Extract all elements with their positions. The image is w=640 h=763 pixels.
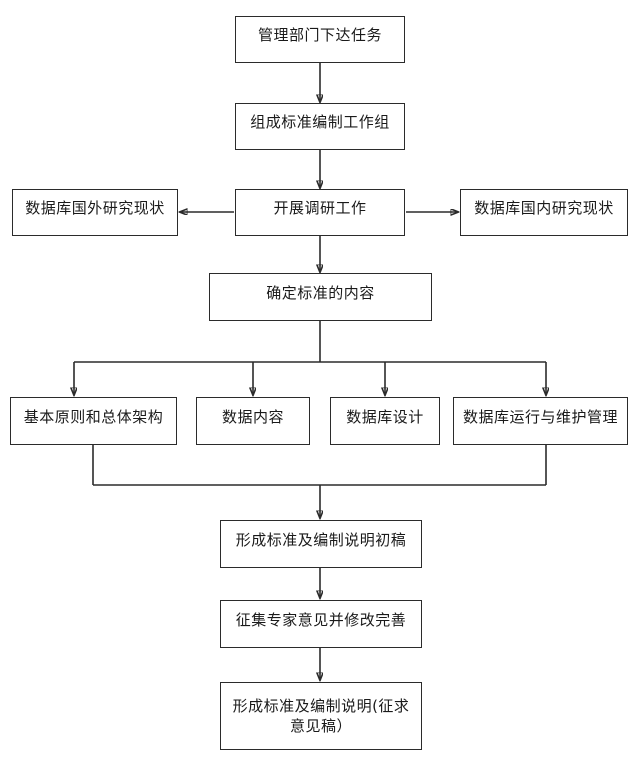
node-database-operation-and-maintenance[interactable]: 数据库运行与维护管理	[453, 397, 628, 445]
node-data-content[interactable]: 数据内容	[196, 397, 310, 445]
node-database-design[interactable]: 数据库设计	[330, 397, 440, 445]
node-conduct-research-work[interactable]: 开展调研工作	[235, 189, 405, 236]
node-basic-principles-and-architecture[interactable]: 基本原则和总体架构	[10, 397, 177, 445]
node-form-standard-workgroup[interactable]: 组成标准编制工作组	[235, 103, 405, 150]
node-label: 基本原则和总体架构	[23, 407, 164, 426]
node-label: 数据库运行与维护管理	[462, 407, 618, 426]
node-label: 形成标准及编制说明(征求 意见稿）	[232, 696, 410, 735]
node-label: 数据库国外研究现状	[25, 199, 165, 218]
node-label: 组成标准编制工作组	[250, 113, 390, 132]
node-label: 确定标准的内容	[266, 283, 375, 302]
node-label: 形成标准及编制说明初稿	[235, 530, 407, 549]
node-label: 数据内容	[221, 407, 284, 426]
node-label: 开展调研工作	[273, 199, 367, 218]
node-determine-standard-content[interactable]: 确定标准的内容	[209, 273, 432, 321]
node-form-draft-standard-and-explanation[interactable]: 形成标准及编制说明初稿	[220, 520, 422, 568]
node-form-standard-and-explanation-draft-for-comment[interactable]: 形成标准及编制说明(征求 意见稿）	[220, 682, 422, 750]
node-label: 数据库设计	[346, 407, 424, 426]
node-collect-expert-opinions-and-revise[interactable]: 征集专家意见并修改完善	[220, 600, 422, 648]
node-domestic-database-research-status[interactable]: 数据库国内研究现状	[460, 189, 628, 236]
node-label: 管理部门下达任务	[257, 26, 382, 45]
node-foreign-database-research-status[interactable]: 数据库国外研究现状	[12, 189, 178, 236]
node-management-assign-task[interactable]: 管理部门下达任务	[235, 16, 405, 63]
node-label: 数据库国内研究现状	[474, 199, 614, 218]
node-label: 征集专家意见并修改完善	[235, 610, 407, 629]
